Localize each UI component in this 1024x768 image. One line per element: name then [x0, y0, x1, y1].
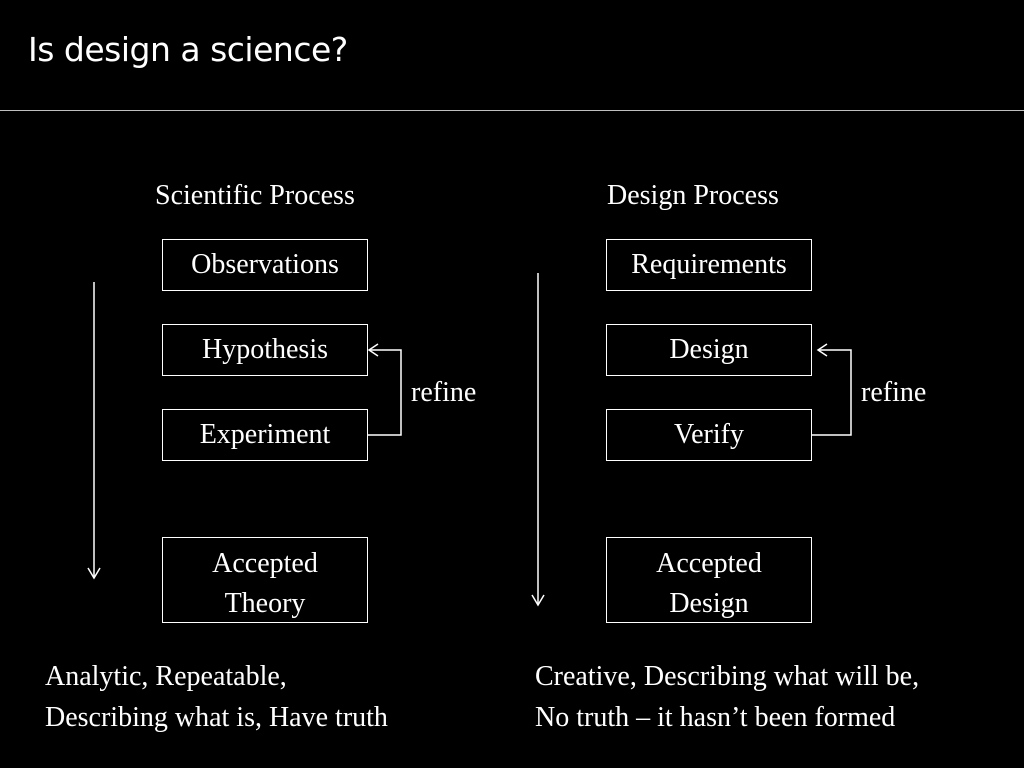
design-refine-label: refine: [861, 377, 927, 408]
accepted-theory-line2: Theory: [224, 588, 306, 619]
design-caption-line2: No truth – it hasn’t been formed: [535, 702, 896, 733]
accepted-theory-line1: Accepted: [212, 548, 318, 579]
scientific-flow-arrowhead: [87, 567, 101, 580]
design-refine-loop: [812, 349, 852, 436]
scientific-refine-label: refine: [411, 377, 477, 408]
scientific-refine-arrowhead: [367, 343, 379, 357]
accepted-design-box: Accepted Design: [606, 537, 812, 623]
design-caption-line1: Creative, Describing what will be,: [535, 661, 920, 692]
experiment-box: Experiment: [162, 409, 368, 461]
slide-title: Is design a science?: [28, 30, 348, 69]
verify-box: Verify: [606, 409, 812, 461]
scientific-process-heading: Scientific Process: [155, 180, 355, 211]
scientific-caption-line2: Describing what is, Have truth: [45, 702, 388, 733]
requirements-box: Requirements: [606, 239, 812, 291]
design-refine-arrowhead: [816, 343, 828, 357]
hypothesis-box: Hypothesis: [162, 324, 368, 376]
title-divider: [0, 110, 1024, 111]
accepted-design-line1: Accepted: [656, 548, 762, 579]
design-process-heading: Design Process: [607, 180, 779, 211]
design-caption: Creative, Describing what will be, No tr…: [535, 656, 919, 738]
scientific-caption: Analytic, Repeatable, Describing what is…: [45, 656, 388, 738]
scientific-caption-line1: Analytic, Repeatable,: [45, 661, 287, 692]
accepted-design-line2: Design: [669, 588, 749, 619]
design-flow-arrowhead: [531, 594, 545, 607]
scientific-refine-loop: [368, 349, 402, 436]
accepted-theory-box: Accepted Theory: [162, 537, 368, 623]
observations-box: Observations: [162, 239, 368, 291]
design-box: Design: [606, 324, 812, 376]
